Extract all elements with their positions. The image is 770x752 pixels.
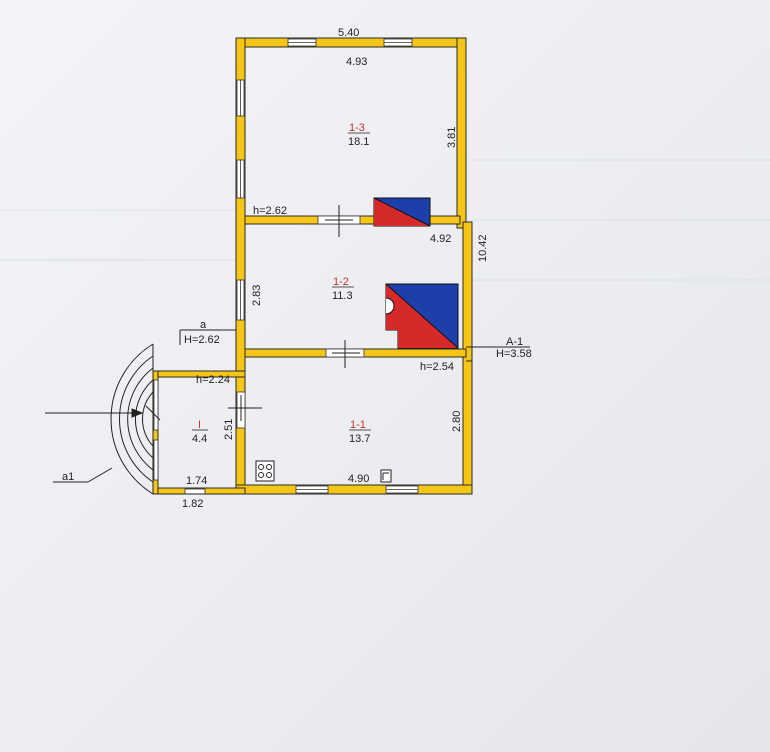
- h-top: h=2.62: [253, 205, 287, 217]
- label-a1: a1: [62, 471, 74, 483]
- overall-length: 10.42: [477, 234, 489, 262]
- a-h: H=2.62: [184, 334, 220, 346]
- stove-middle: [385, 283, 459, 349]
- entrance-arrow: [45, 405, 161, 423]
- veranda-outer-dim: 1.82: [182, 498, 203, 510]
- room-number: 1-1: [350, 419, 366, 431]
- cooktop-icon: [255, 460, 275, 482]
- room-area: 11.3: [332, 290, 353, 302]
- leader-lines: [53, 329, 530, 495]
- room-area: 18.1: [348, 136, 369, 148]
- outer-walls: [235, 37, 473, 495]
- h-main: H=3.58: [496, 348, 532, 360]
- room-area: 4.4: [192, 433, 207, 445]
- room-area: 13.7: [349, 433, 370, 445]
- overall-width: 5.40: [338, 27, 359, 39]
- label-a: a: [200, 319, 207, 331]
- h-low: h=2.54: [420, 361, 454, 373]
- right-mid-dim: 4.92: [430, 233, 451, 245]
- left-low-dim: 2.51: [223, 419, 235, 440]
- right-low-dim: 2.80: [451, 411, 463, 432]
- veranda-inner-dim: 1.74: [186, 475, 207, 487]
- h-veranda: h=2.24: [196, 374, 230, 386]
- room-number: 1-3: [349, 122, 365, 134]
- room-number: I: [198, 419, 201, 431]
- left-mid-dim: 2.83: [251, 285, 263, 306]
- bottom-inner-dim: 4.90: [348, 473, 369, 485]
- label-a-1: A-1: [506, 336, 523, 348]
- room-1-2: 1-2 11.3: [332, 276, 354, 302]
- porch-steps: [110, 343, 154, 495]
- interior-walls: [152, 215, 467, 495]
- top-inner-dim: 4.93: [346, 56, 367, 68]
- stove-top: [373, 197, 431, 227]
- sink-icon: [380, 469, 392, 483]
- room-1-1: 1-1 13.7: [349, 419, 371, 445]
- windows: [153, 38, 419, 495]
- room-number: 1-2: [333, 276, 349, 288]
- doors: [228, 205, 365, 429]
- right-top-dim: 3.81: [446, 127, 458, 148]
- room-1-3: 1-3 18.1: [348, 122, 370, 148]
- paper-lines: [0, 159, 770, 281]
- room-veranda: I 4.4: [192, 419, 208, 445]
